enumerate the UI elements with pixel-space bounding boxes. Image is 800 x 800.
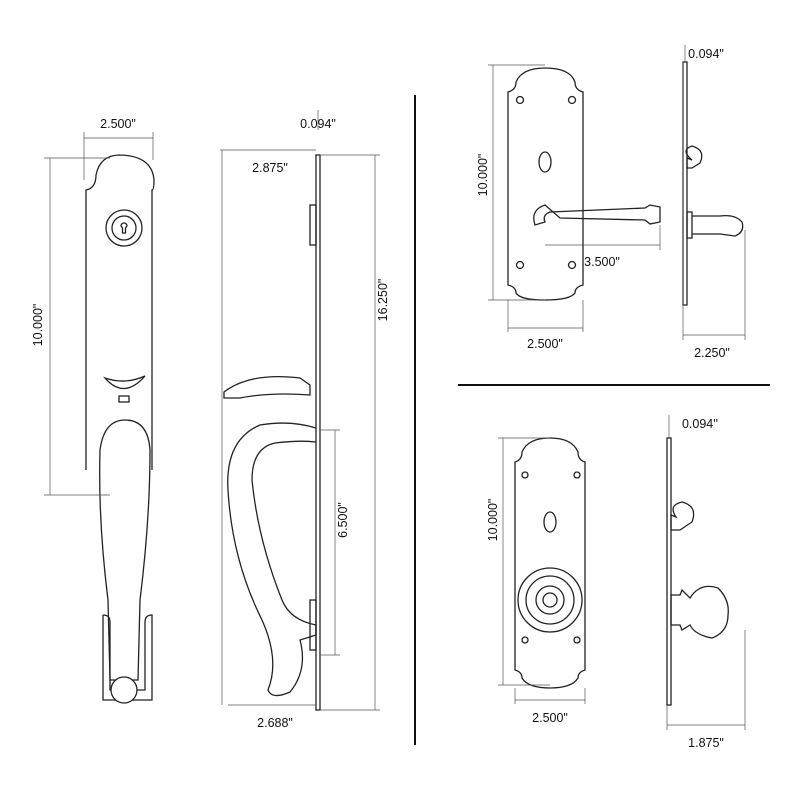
keyhole-icon [538, 151, 552, 173]
dimension-label: 2.500" [532, 711, 568, 725]
bottom-escutcheon [102, 614, 153, 701]
side-plate [666, 437, 672, 706]
side-plate [315, 154, 321, 711]
side-plate [682, 61, 688, 306]
dimension-label: 0.094'' [682, 417, 718, 431]
grip-handle [99, 419, 151, 681]
lever-side [686, 211, 744, 239]
turn-knob [685, 145, 703, 169]
knob-plate [514, 437, 586, 689]
dimension-label: 10.000" [486, 499, 500, 542]
lever-set-front-view: 10.000" 3.500" 2.500" [476, 64, 661, 351]
cylinder-icon [105, 209, 143, 247]
thumb-piece-icon [102, 375, 146, 390]
s-grip-handle [227, 422, 317, 697]
knob-set-side-view: 0.094'' 1.875" [666, 415, 746, 750]
dimension-label: 2.500" [100, 117, 136, 131]
turn-knob [670, 501, 695, 531]
lever-plate [507, 67, 584, 301]
grip-set-front-view: 2.500" 10.000" [31, 117, 155, 704]
dimension-label: 10.000" [31, 304, 45, 347]
lever-set-side-view: 0.094" 2.250" [682, 45, 746, 360]
dimension-label: 2.500" [527, 337, 563, 351]
keyhole-icon [120, 222, 128, 234]
lever-handle [533, 204, 661, 226]
thumb-lever [223, 375, 311, 399]
dimension-label: 2.875" [252, 161, 288, 175]
dimension-label: 0.094" [300, 117, 336, 131]
grip-escutcheon-plate [85, 154, 155, 470]
keyhole-icon [543, 511, 557, 533]
dimension-label: 2.688" [257, 716, 293, 730]
knob-rosette [517, 567, 583, 633]
dimension-label: 1.875" [688, 736, 724, 750]
dimension-label: 10.000" [476, 154, 490, 197]
thumb-knob [110, 676, 138, 704]
dimension-label: 3.500" [584, 255, 620, 269]
dimension-label: 0.094" [688, 47, 724, 61]
grip-set-side-view: 0.094" 2.875" 16.250" 6.500" 2.688" [220, 110, 390, 730]
dimension-label: 2.250" [694, 346, 730, 360]
knob-set-front-view: 10.000" 2.500" [486, 437, 586, 725]
dimension-label: 16.250" [376, 279, 390, 322]
door-knob [670, 585, 729, 639]
dimension-label: 6.500" [336, 502, 350, 538]
